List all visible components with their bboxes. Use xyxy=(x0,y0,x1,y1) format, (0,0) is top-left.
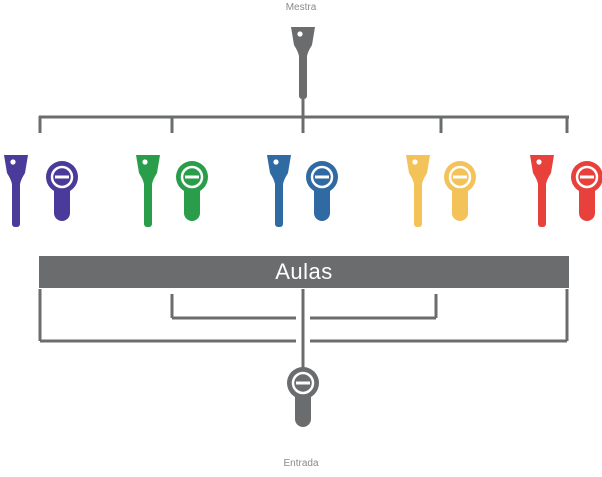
entrance-label: Entrada xyxy=(283,458,319,469)
group-key-icon xyxy=(136,155,160,227)
entrance-connector-lines xyxy=(38,289,569,368)
key-group xyxy=(406,155,476,227)
master-label: Mestra xyxy=(285,2,317,13)
master-key-shape xyxy=(291,27,315,99)
group-lock-icon xyxy=(176,161,208,221)
master-connector-lines xyxy=(38,99,569,133)
group-lock-icon xyxy=(571,161,602,221)
key-group xyxy=(136,155,208,227)
group-key-icon xyxy=(406,155,430,227)
group-key-icon xyxy=(530,155,554,227)
group-lock-icon xyxy=(46,161,78,221)
entrance-lock-icon xyxy=(287,367,319,427)
key-groups xyxy=(4,155,602,227)
entrance-lock-shape xyxy=(287,367,319,427)
group-lock-icon xyxy=(306,161,338,221)
group-key-icon xyxy=(4,155,28,227)
group-key-icon xyxy=(267,155,291,227)
key-group xyxy=(267,155,338,227)
key-group xyxy=(4,155,78,227)
group-lock-icon xyxy=(444,161,476,221)
classrooms-banner: Aulas xyxy=(39,256,569,288)
master-key-icon xyxy=(291,27,315,99)
key-group xyxy=(530,155,602,227)
